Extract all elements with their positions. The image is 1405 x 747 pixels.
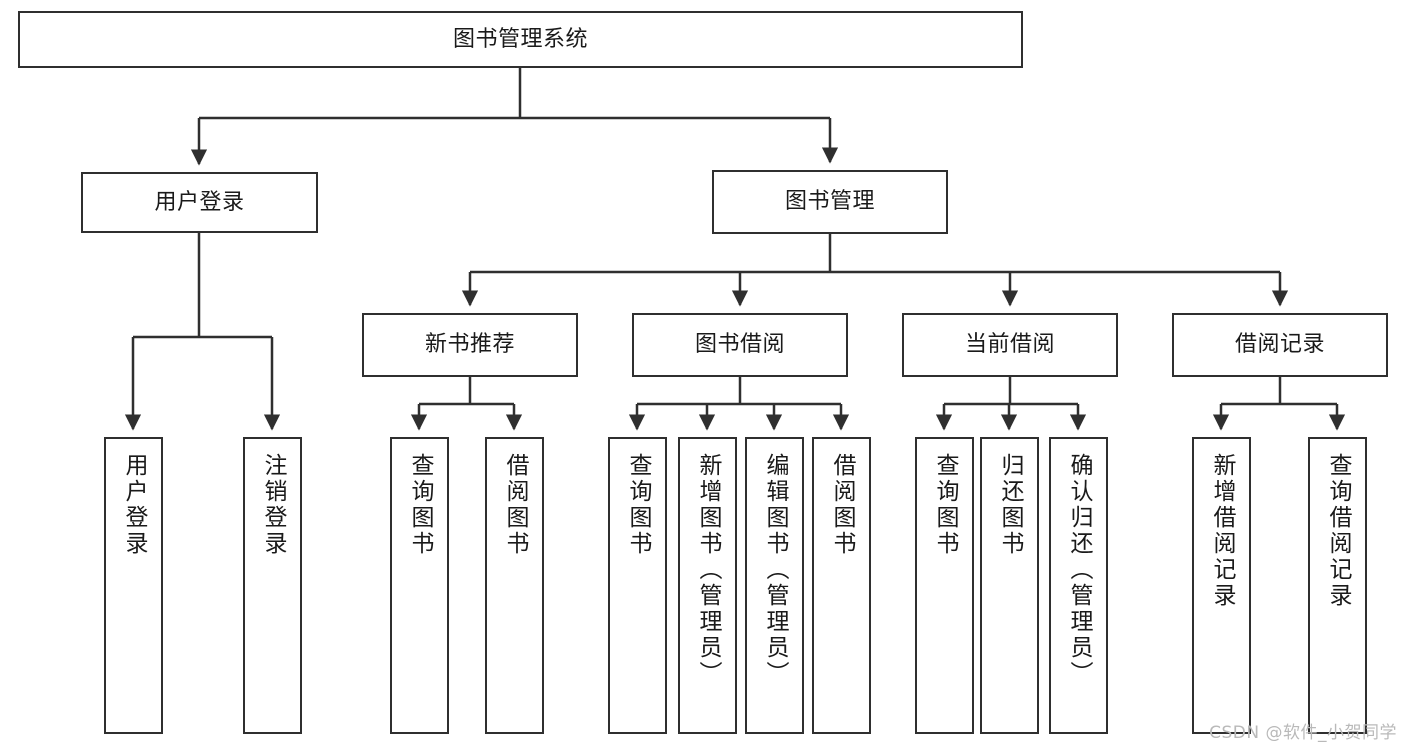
node-user-login[interactable]: 用户登录 — [81, 172, 318, 233]
node-borrow-record-label: 借阅记录 — [1234, 332, 1325, 358]
node-book-borrow[interactable]: 图书借阅 — [632, 313, 848, 377]
node-book-management-label: 图书管理 — [784, 189, 875, 215]
node-leaf-add-borrow-record-label: 新增借阅记录 — [1209, 453, 1235, 609]
node-leaf-query-book-recommend[interactable]: 查询图书 — [390, 437, 449, 734]
node-leaf-return-book-label: 归还图书 — [997, 453, 1023, 557]
node-user-login-label: 用户登录 — [154, 189, 245, 215]
node-leaf-return-book[interactable]: 归还图书 — [980, 437, 1039, 734]
node-leaf-logout[interactable]: 注销登录 — [243, 437, 302, 734]
node-leaf-query-book-current[interactable]: 查询图书 — [915, 437, 974, 734]
node-leaf-query-borrow-record-label: 查询借阅记录 — [1325, 453, 1351, 609]
node-leaf-edit-book-admin-label: 编辑图书（管理员） — [762, 453, 788, 687]
node-leaf-query-book-borrow[interactable]: 查询图书 — [608, 437, 667, 734]
node-root-system[interactable]: 图书管理系统 — [18, 11, 1023, 68]
node-new-book-recommend-label: 新书推荐 — [424, 332, 515, 358]
node-leaf-edit-book-admin[interactable]: 编辑图书（管理员） — [745, 437, 804, 734]
node-leaf-query-book-current-label: 查询图书 — [932, 453, 958, 557]
node-borrow-record[interactable]: 借阅记录 — [1172, 313, 1388, 377]
node-leaf-borrow-book[interactable]: 借阅图书 — [812, 437, 871, 734]
node-new-book-recommend[interactable]: 新书推荐 — [362, 313, 578, 377]
node-leaf-user-login-label: 用户登录 — [121, 453, 147, 557]
node-leaf-borrow-book-recommend[interactable]: 借阅图书 — [485, 437, 544, 734]
node-leaf-borrow-book-recommend-label: 借阅图书 — [502, 453, 528, 557]
node-book-borrow-label: 图书借阅 — [694, 332, 785, 358]
node-leaf-query-borrow-record[interactable]: 查询借阅记录 — [1308, 437, 1367, 734]
node-leaf-borrow-book-label: 借阅图书 — [829, 453, 855, 557]
node-book-management[interactable]: 图书管理 — [712, 170, 948, 234]
node-leaf-add-borrow-record[interactable]: 新增借阅记录 — [1192, 437, 1251, 734]
node-leaf-user-login[interactable]: 用户登录 — [104, 437, 163, 734]
node-leaf-logout-label: 注销登录 — [260, 453, 286, 557]
node-leaf-confirm-return-admin-label: 确认归还（管理员） — [1066, 453, 1092, 687]
node-leaf-query-book-recommend-label: 查询图书 — [407, 453, 433, 557]
node-leaf-confirm-return-admin[interactable]: 确认归还（管理员） — [1049, 437, 1108, 734]
node-current-borrow[interactable]: 当前借阅 — [902, 313, 1118, 377]
node-leaf-query-book-borrow-label: 查询图书 — [625, 453, 651, 557]
node-leaf-add-book-admin-label: 新增图书（管理员） — [695, 453, 721, 687]
node-leaf-add-book-admin[interactable]: 新增图书（管理员） — [678, 437, 737, 734]
node-current-borrow-label: 当前借阅 — [964, 332, 1055, 358]
node-root-system-label: 图书管理系统 — [452, 26, 588, 52]
